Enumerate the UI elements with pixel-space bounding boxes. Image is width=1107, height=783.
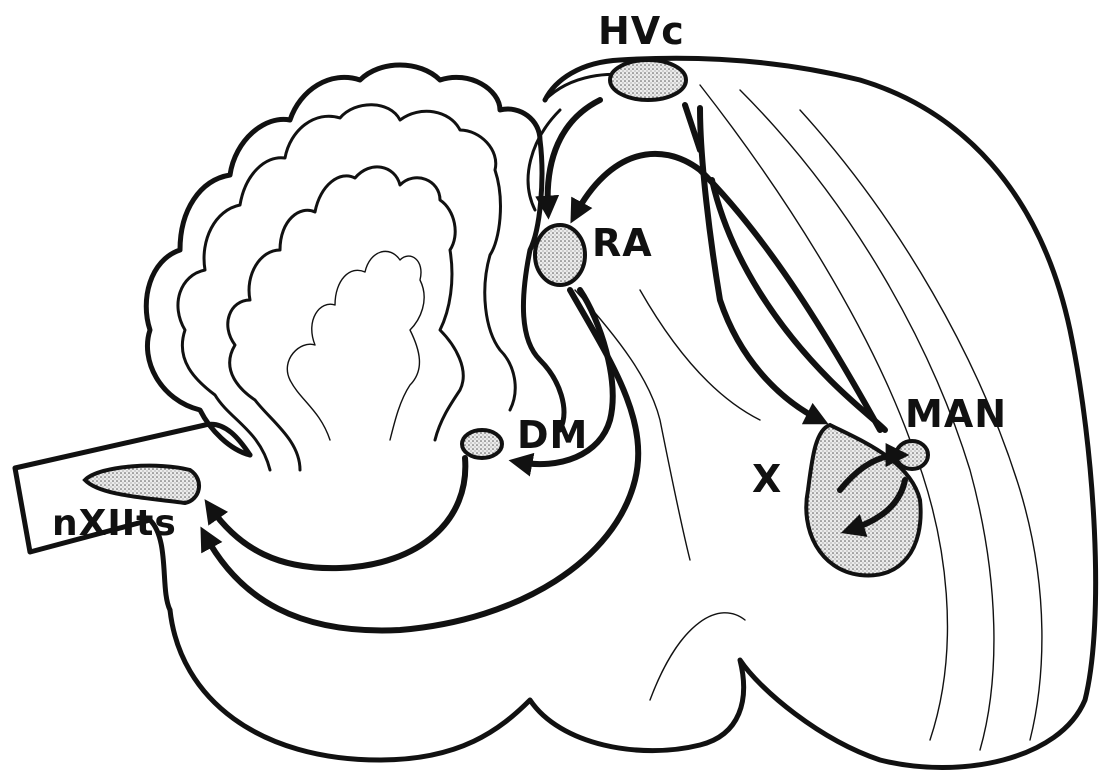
nxiits-label: nXIIts bbox=[52, 503, 177, 544]
lamina-4 bbox=[640, 290, 760, 420]
pathways bbox=[205, 100, 905, 630]
dm-to-nxiits-arrow bbox=[210, 458, 465, 568]
ra-nucleus bbox=[535, 225, 585, 285]
ra-label: RA bbox=[592, 221, 653, 265]
x-label: X bbox=[752, 457, 782, 501]
cerebellar-folia-inner bbox=[228, 167, 463, 470]
cerebellum-outline bbox=[146, 65, 564, 455]
optic-lobe-contour bbox=[650, 613, 745, 700]
hvc-nucleus bbox=[610, 60, 686, 100]
dm-nucleus bbox=[462, 430, 502, 458]
nxiits-nucleus bbox=[85, 466, 199, 503]
dm-label: DM bbox=[517, 413, 588, 457]
hvc-to-x-arrow bbox=[700, 108, 820, 420]
cerebellar-folia-core bbox=[287, 251, 424, 440]
cerebellar-folia-outer bbox=[178, 105, 515, 470]
hvc-label: HVc bbox=[598, 9, 685, 53]
nuclei bbox=[85, 60, 928, 576]
man-label: MAN bbox=[905, 392, 1007, 436]
